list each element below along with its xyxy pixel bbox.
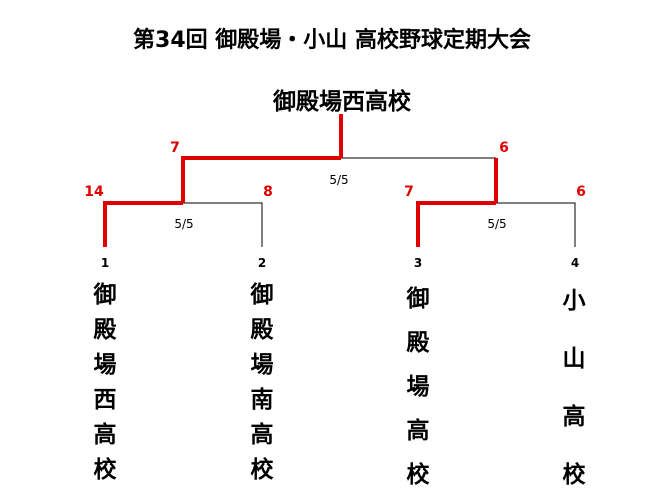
team2-char: 高: [250, 422, 274, 448]
team4-name: 小 山 高 校: [554, 272, 594, 504]
semi1-date: 5/5: [174, 217, 194, 231]
final-right-score: 6: [499, 140, 509, 156]
team4-char: 山: [562, 346, 586, 372]
tournament-title: 第34回 御殿場・小山 高校野球定期大会: [133, 28, 531, 53]
team2-name: 御 殿 場 南 高 校: [242, 278, 282, 488]
team3-char: 校: [406, 462, 430, 488]
team3-char: 高: [406, 418, 430, 444]
team1-char: 校: [93, 457, 117, 483]
final-line-left: [181, 156, 341, 203]
semi2-line-top: [416, 201, 496, 247]
team1-char: 場: [93, 352, 117, 378]
team4-char: 高: [562, 404, 586, 430]
champion-name: 御殿場西高校: [273, 89, 411, 115]
team1-char: 殿: [93, 317, 117, 343]
team4-seed: 4: [570, 256, 580, 270]
semi2-top-score: 7: [404, 184, 414, 200]
team1-name: 御 殿 場 西 高 校: [85, 278, 125, 488]
final-left-score: 7: [170, 140, 180, 156]
semi1-line-top: [103, 201, 183, 247]
team1-seed: 1: [100, 256, 110, 270]
team1-char: 御: [93, 282, 117, 308]
team4-char: 小: [562, 288, 586, 314]
semi2-date: 5/5: [487, 217, 507, 231]
semi2-bottom-score: 6: [576, 184, 586, 200]
team3-char: 場: [406, 374, 430, 400]
team1-char: 高: [93, 422, 117, 448]
team3-char: 殿: [406, 330, 430, 356]
final-date: 5/5: [329, 173, 349, 187]
team3-seed: 3: [413, 256, 423, 270]
team2-char: 校: [250, 457, 274, 483]
team2-char: 場: [250, 352, 274, 378]
semi1-line-bottom: [183, 202, 263, 247]
team2-char: 殿: [250, 317, 274, 343]
semi1-top-score: 14: [84, 184, 104, 200]
semi2-line-bottom: [496, 202, 576, 247]
team3-char: 御: [406, 286, 430, 312]
team2-seed: 2: [257, 256, 267, 270]
team4-char: 校: [562, 462, 586, 488]
semi1-bottom-score: 8: [263, 184, 273, 200]
team2-char: 南: [250, 387, 274, 413]
team2-char: 御: [250, 282, 274, 308]
team3-name: 御 殿 場 高 校: [398, 277, 438, 497]
team1-char: 西: [93, 387, 117, 413]
